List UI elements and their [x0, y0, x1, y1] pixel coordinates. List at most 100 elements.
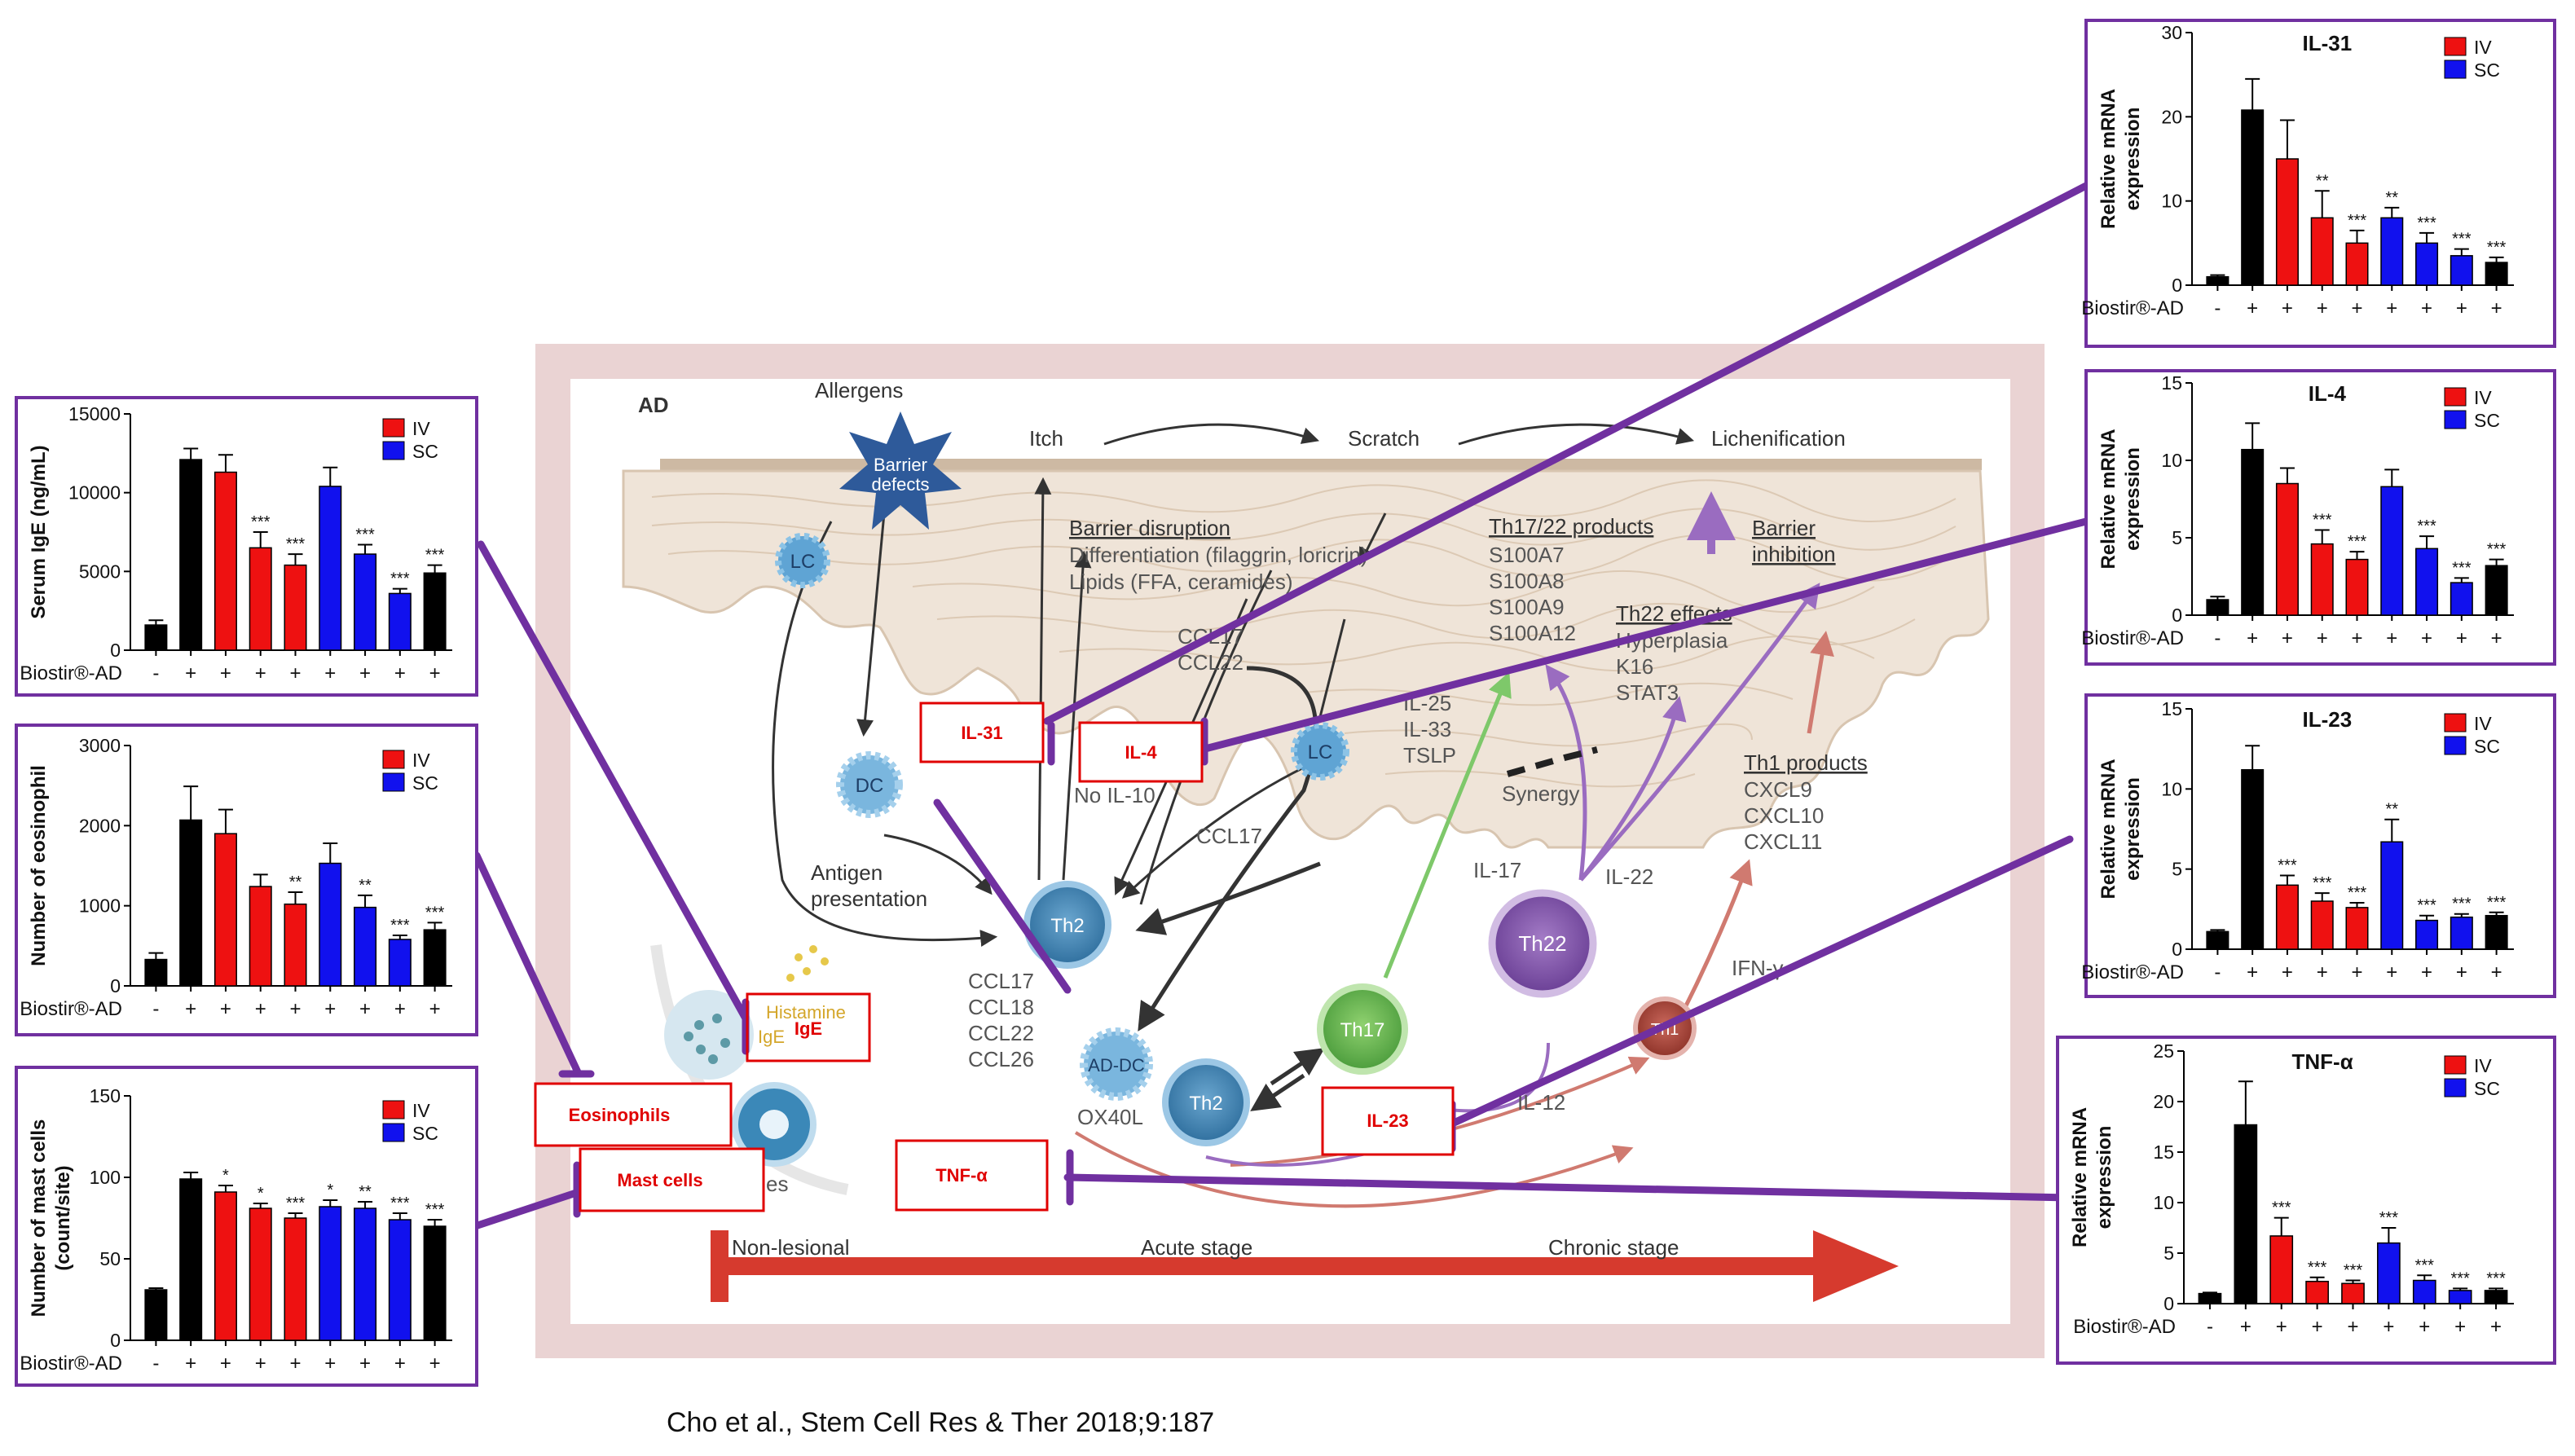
th1-products-title: Th1 products — [1744, 750, 1868, 775]
legend-sc-label: SC — [2474, 1078, 2500, 1099]
bar — [2485, 914, 2508, 950]
bar — [423, 572, 447, 651]
significance-mark: *** — [2344, 1261, 2363, 1279]
significance-mark: *** — [2450, 1269, 2470, 1287]
synergy-label: Synergy — [1502, 781, 1579, 806]
legend-iv-swatch — [382, 750, 405, 769]
th2-cell-bottom: Th2 — [1162, 1058, 1250, 1146]
y-tick-label: 2000 — [79, 815, 121, 836]
significance-mark: *** — [390, 1194, 410, 1212]
bar — [249, 1207, 272, 1341]
bar — [423, 1225, 447, 1341]
x-category-label: + — [2456, 627, 2467, 649]
x-category-label: + — [2317, 627, 2328, 649]
significance-mark: *** — [425, 904, 445, 922]
il12-label: IL-12 — [1517, 1090, 1565, 1115]
y-tick-label: 10 — [2161, 450, 2182, 471]
x-category-label: + — [185, 1353, 196, 1375]
bar — [2450, 916, 2473, 950]
bar — [2206, 275, 2229, 286]
x-category-label: + — [2317, 297, 2328, 319]
lc-cell-left: LC — [775, 533, 830, 588]
bar — [2310, 900, 2334, 950]
x-axis-label: Biostir®-AD — [2081, 297, 2184, 319]
x-category-label: + — [185, 662, 196, 684]
x-category-label: + — [220, 1353, 231, 1375]
y-axis-label: Relative mRNA — [2069, 1107, 2091, 1247]
bar — [354, 553, 377, 651]
significance-mark: *** — [2348, 533, 2367, 551]
y-tick-label: 5 — [2172, 527, 2182, 548]
chart-frame — [15, 724, 478, 1036]
svg-text:DC: DC — [856, 775, 884, 797]
x-category-label: - — [152, 662, 159, 684]
x-category-label: - — [2207, 1316, 2213, 1338]
y-tick-label: 0 — [2172, 275, 2182, 296]
x-category-label: + — [2247, 297, 2258, 319]
bar — [2345, 242, 2369, 286]
th2-cell-top: Th2 — [1023, 881, 1111, 969]
significance-mark: * — [222, 1167, 229, 1185]
bar — [388, 1219, 412, 1341]
legend-iv-swatch — [2444, 387, 2467, 407]
bar — [2484, 1290, 2508, 1304]
histamine-label: Histamine — [766, 1002, 846, 1023]
bar — [2380, 486, 2404, 616]
il22-label: IL-22 — [1605, 864, 1653, 889]
x-category-label: + — [2240, 1316, 2251, 1338]
y-tick-label: 100 — [90, 1167, 121, 1188]
skin-surface-line — [660, 459, 1982, 470]
significance-mark: *** — [2415, 1256, 2435, 1274]
bar — [213, 1191, 237, 1341]
x-category-label: + — [2490, 1316, 2502, 1338]
y-tick-label: 0 — [2163, 1293, 2174, 1314]
x-category-label: + — [2491, 961, 2502, 983]
x-category-label: + — [429, 1353, 441, 1375]
no-il10-label: No IL-10 — [1074, 783, 1155, 807]
y-tick-label: 20 — [2161, 106, 2182, 127]
ccl17-label: CCL17 — [1196, 824, 1262, 848]
y-axis-label: Relative mRNA — [2097, 89, 2119, 229]
x-category-label: - — [2214, 297, 2221, 319]
y-axis-label: expression — [2122, 108, 2144, 211]
bar — [144, 958, 168, 987]
x-category-label: + — [2247, 961, 2258, 983]
legend-sc-swatch — [382, 1123, 405, 1142]
bar — [2450, 255, 2473, 286]
x-category-label: - — [152, 998, 159, 1020]
significance-mark: ** — [359, 1183, 372, 1201]
itch-label: Itch — [1029, 426, 1063, 451]
x-category-label: + — [2491, 297, 2502, 319]
x-category-label: + — [2421, 961, 2432, 983]
legend-iv-label: IV — [412, 1100, 430, 1121]
significance-mark: ** — [2385, 801, 2398, 819]
th22-cell: Th22 — [1488, 889, 1597, 998]
x-category-label: + — [324, 662, 336, 684]
y-tick-label: 10 — [2161, 191, 2182, 212]
chart-title: IL-31 — [2303, 31, 2353, 55]
y-axis-label: expression — [2122, 777, 2144, 881]
bar — [423, 929, 447, 987]
x-axis-label: Biostir®-AD — [2081, 961, 2184, 983]
x-category-label: + — [2317, 961, 2328, 983]
x-category-label: + — [429, 998, 441, 1020]
y-axis-label: expression — [2122, 447, 2144, 551]
bar — [388, 939, 412, 987]
x-category-label: + — [220, 662, 231, 684]
x-category-label: + — [185, 998, 196, 1020]
ige-label: IgE — [795, 1018, 822, 1039]
x-category-label: + — [2282, 961, 2293, 983]
x-category-label: + — [394, 1353, 406, 1375]
x-category-label: + — [2421, 297, 2432, 319]
bar — [2345, 907, 2369, 950]
ad-dc-cell: AD-DC — [1080, 1027, 1153, 1101]
stage-acute: Acute stage — [1141, 1235, 1252, 1260]
bar — [2380, 841, 2404, 950]
bar — [2275, 884, 2299, 950]
th1722-products-title: Th17/22 products — [1489, 514, 1653, 539]
bar — [388, 592, 412, 651]
